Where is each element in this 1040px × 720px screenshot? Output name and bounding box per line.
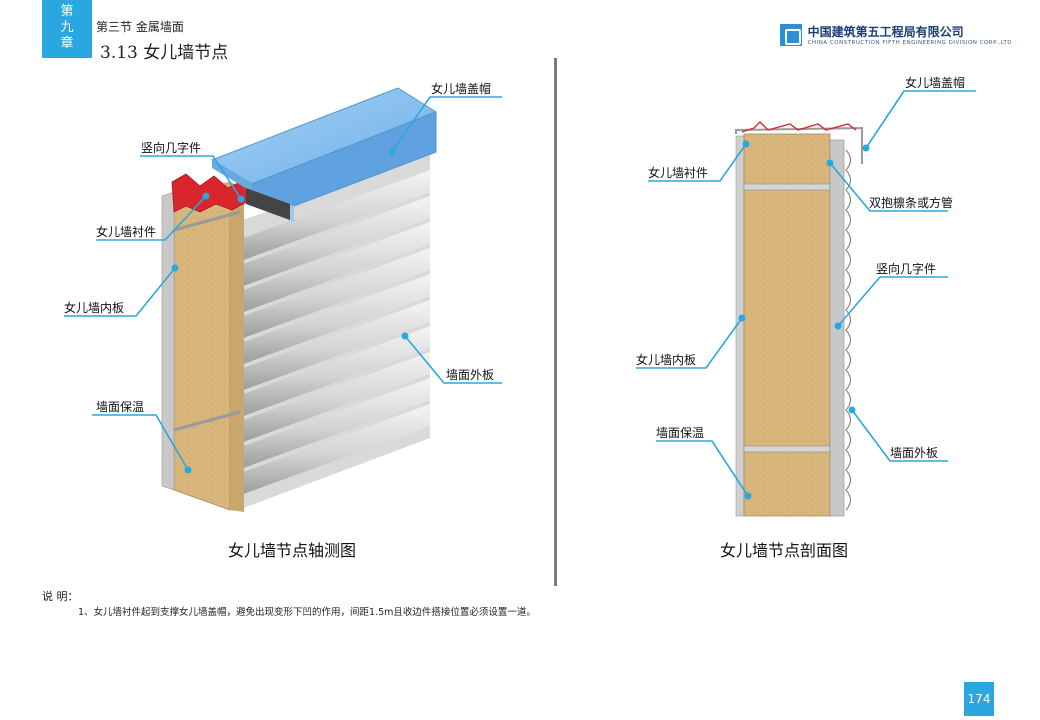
notes-item: 1、女儿墙衬件起到支撑女儿墙盖帽，避免出现变形下凹的作用，间距1.5m且收边件搭… bbox=[78, 607, 536, 618]
page-title: 3.13 女儿墙节点 bbox=[100, 43, 229, 63]
label-lining-right: 女儿墙衬件 bbox=[648, 166, 709, 180]
label-inner-left: 女儿墙内板 bbox=[64, 301, 125, 315]
label-insulation-right: 墙面保温 bbox=[656, 426, 705, 440]
page-number: 174 bbox=[964, 682, 994, 716]
chapter-tab: 第 九 章 bbox=[42, 0, 92, 58]
company-logo-icon bbox=[779, 23, 802, 46]
axonometric-drawing bbox=[161, 87, 438, 512]
label-outer-left: 墙面外板 bbox=[446, 368, 495, 382]
label-lining-left: 女儿墙衬件 bbox=[96, 225, 157, 239]
label-cap-right: 女儿墙盖帽 bbox=[905, 76, 966, 90]
notes-title: 说 明： bbox=[42, 590, 79, 603]
company-sub: CHINA CONSTRUCTION FIFTH ENGINEERING DIV… bbox=[807, 40, 1012, 46]
company-name: 中国建筑第五工程局有限公司 bbox=[807, 25, 964, 39]
label-inner-right: 女儿墙内板 bbox=[636, 353, 697, 367]
label-purlin-right: 双抱檩条或方管 bbox=[869, 196, 954, 210]
figure-divider bbox=[554, 58, 557, 586]
label-outer-right: 墙面外板 bbox=[890, 446, 939, 460]
label-insulation-left: 墙面保温 bbox=[96, 400, 145, 414]
caption-section: 女儿墙节点剖面图 bbox=[720, 541, 849, 560]
caption-axonometric: 女儿墙节点轴测图 bbox=[228, 541, 357, 560]
company-header: 中国建筑第五工程局有限公司 CHINA CONSTRUCTION FIFTH E… bbox=[779, 23, 1012, 46]
axonometric-leaders bbox=[64, 96, 502, 471]
section-title: 第三节 金属墙面 bbox=[96, 20, 184, 34]
label-vertical-left: 竖向几字件 bbox=[141, 141, 202, 155]
label-cap-left: 女儿墙盖帽 bbox=[431, 82, 492, 96]
label-vertical-right: 竖向几字件 bbox=[876, 262, 937, 276]
section-leaders bbox=[636, 90, 976, 497]
